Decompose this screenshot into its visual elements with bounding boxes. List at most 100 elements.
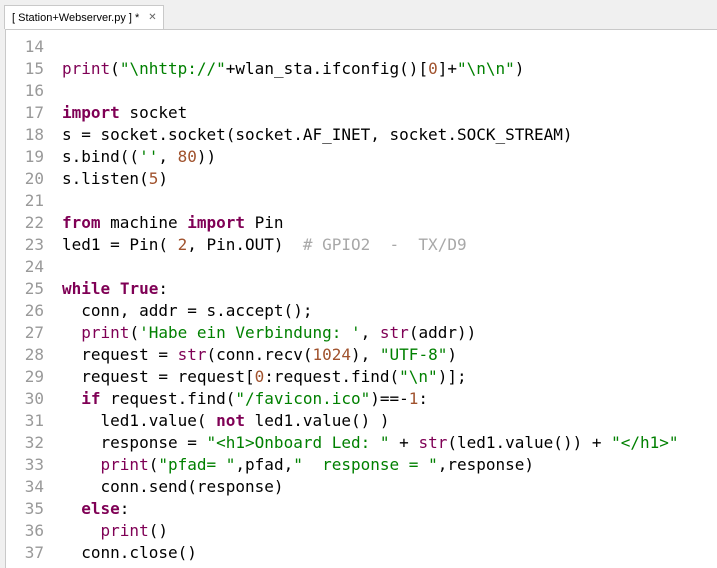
code-token: conn, addr = s.accept(); [62,301,313,320]
code-token: "<h1>Onboard Led: " [206,433,390,452]
code-token: led1.value( [62,411,217,430]
code-text: print() [62,520,168,542]
code-line[interactable]: 32 response = "<h1>Onboard Led: " + str(… [6,432,717,454]
line-number: 27 [24,323,44,342]
code-token: , [360,323,380,342]
line-number: 18 [24,125,44,144]
code-text: else: [62,498,129,520]
code-token: print [81,323,130,342]
code-text: s = socket.socket(socket.AF_INET, socket… [62,124,573,146]
code-token: led1 = Pin( [62,235,178,254]
line-number: 23 [24,235,44,254]
code-token: conn.send(response) [62,477,284,496]
code-line[interactable]: 14 [6,36,717,58]
code-line[interactable]: 25 while True: [6,278,717,300]
code-text: s.bind(('', 80)) [62,146,216,168]
line-number: 21 [24,191,44,210]
code-token: print [62,59,111,78]
line-number: 32 [24,433,44,452]
line-number: 35 [24,499,44,518]
code-text: conn, addr = s.accept(); [62,300,312,322]
code-line[interactable]: 27 print('Habe ein Verbindung: ', str(ad… [6,322,717,344]
code-token: '' [139,147,159,166]
code-token: ) [447,345,457,364]
code-token: if [81,389,101,408]
code-token [62,455,101,474]
code-line[interactable]: 21 [6,190,717,212]
line-number: 15 [24,59,44,78]
line-number: 36 [24,521,44,540]
code-token: +wlan_sta.ifconfig()[ [225,59,429,78]
code-token: not [216,411,246,430]
line-number: 22 [24,213,44,232]
code-line[interactable]: 24 [6,256,717,278]
code-line[interactable]: 29 request = request[0:request.find("\n"… [6,366,717,388]
code-token: # GPIO2 - TX/D9 [302,235,467,254]
code-text: led1 = Pin( 2, Pin.OUT) # GPIO2 - TX/D9 [62,234,467,256]
code-token: : [418,389,429,408]
code-token: Pin [245,213,284,232]
code-token: : [119,499,130,518]
code-token: from [62,213,101,232]
code-token: request.find( [100,389,236,408]
code-token: :request.find( [264,367,400,386]
code-line[interactable]: 15 print("\nhttp://"+wlan_sta.ifconfig()[… [6,58,717,80]
code-line[interactable]: 35 else: [6,498,717,520]
code-text: print('Habe ein Verbindung: ', str(addr)… [62,322,476,344]
code-token: 0 [254,367,265,386]
code-line[interactable]: 37 conn.close() [6,542,717,564]
code-token: , Pin.OUT) [187,235,303,254]
line-number: 31 [24,411,44,430]
code-lines: 14 15 print("\nhttp://"+wlan_sta.ifconfig(… [6,36,717,564]
line-number: 14 [24,37,44,56]
line-number: 29 [24,367,44,386]
code-editor[interactable]: 14 15 print("\nhttp://"+wlan_sta.ifconfig(… [5,29,717,568]
code-line[interactable]: 23 led1 = Pin( 2, Pin.OUT) # GPIO2 - TX/D… [6,234,717,256]
code-token: import [187,213,246,232]
code-token: "/favicon.ico" [235,389,371,408]
line-number: 16 [24,81,44,100]
code-text: from machine import Pin [62,212,284,234]
code-text: while True: [62,278,168,300]
code-line[interactable]: 18 s = socket.socket(socket.AF_INET, sock… [6,124,717,146]
code-line[interactable]: 31 led1.value( not led1.value() ) [6,410,717,432]
code-token: )]; [437,367,467,386]
code-token: 1 [408,389,419,408]
code-token: ( [129,323,140,342]
code-token: 2 [177,235,188,254]
code-token [110,279,120,298]
code-token: 'Habe ein Verbindung: ' [139,323,361,342]
code-token: ( [110,59,120,78]
code-line[interactable]: 36 print() [6,520,717,542]
file-tab[interactable]: [ Station+Webserver.py ] * ✕ [4,5,164,29]
code-token: : [158,279,168,298]
code-text: request = request[0:request.find("\n")]; [62,366,467,388]
line-number-gutter [6,30,54,568]
line-number: 25 [24,279,44,298]
code-token: print [100,521,149,540]
code-line[interactable]: 26 conn, addr = s.accept(); [6,300,717,322]
code-token [62,389,81,408]
code-token: True [119,279,159,298]
code-token: str [418,433,448,452]
code-text: print("pfad= ",pfad," response = ",respo… [62,454,535,476]
code-token: str [379,323,409,342]
code-line[interactable]: 30 if request.find("/favicon.ico")==-1: [6,388,717,410]
code-text: s.listen(5) [62,168,168,190]
code-line[interactable]: 34 conn.send(response) [6,476,717,498]
code-line[interactable]: 16 [6,80,717,102]
code-line[interactable]: 28 request = str(conn.recv(1024), "UTF-8… [6,344,717,366]
code-line[interactable]: 22 from machine import Pin [6,212,717,234]
code-text: print("\nhttp://"+wlan_sta.ifconfig()[0]… [62,58,524,80]
code-token: request = request[ [62,367,255,386]
line-number: 26 [24,301,44,320]
code-token: (addr)) [408,323,477,342]
code-token: 80 [177,147,197,166]
code-token: 0 [428,59,438,78]
code-token: "UTF-8" [379,345,448,364]
close-icon[interactable]: ✕ [148,12,157,23]
code-line[interactable]: 33 print("pfad= ",pfad," response = ",re… [6,454,717,476]
